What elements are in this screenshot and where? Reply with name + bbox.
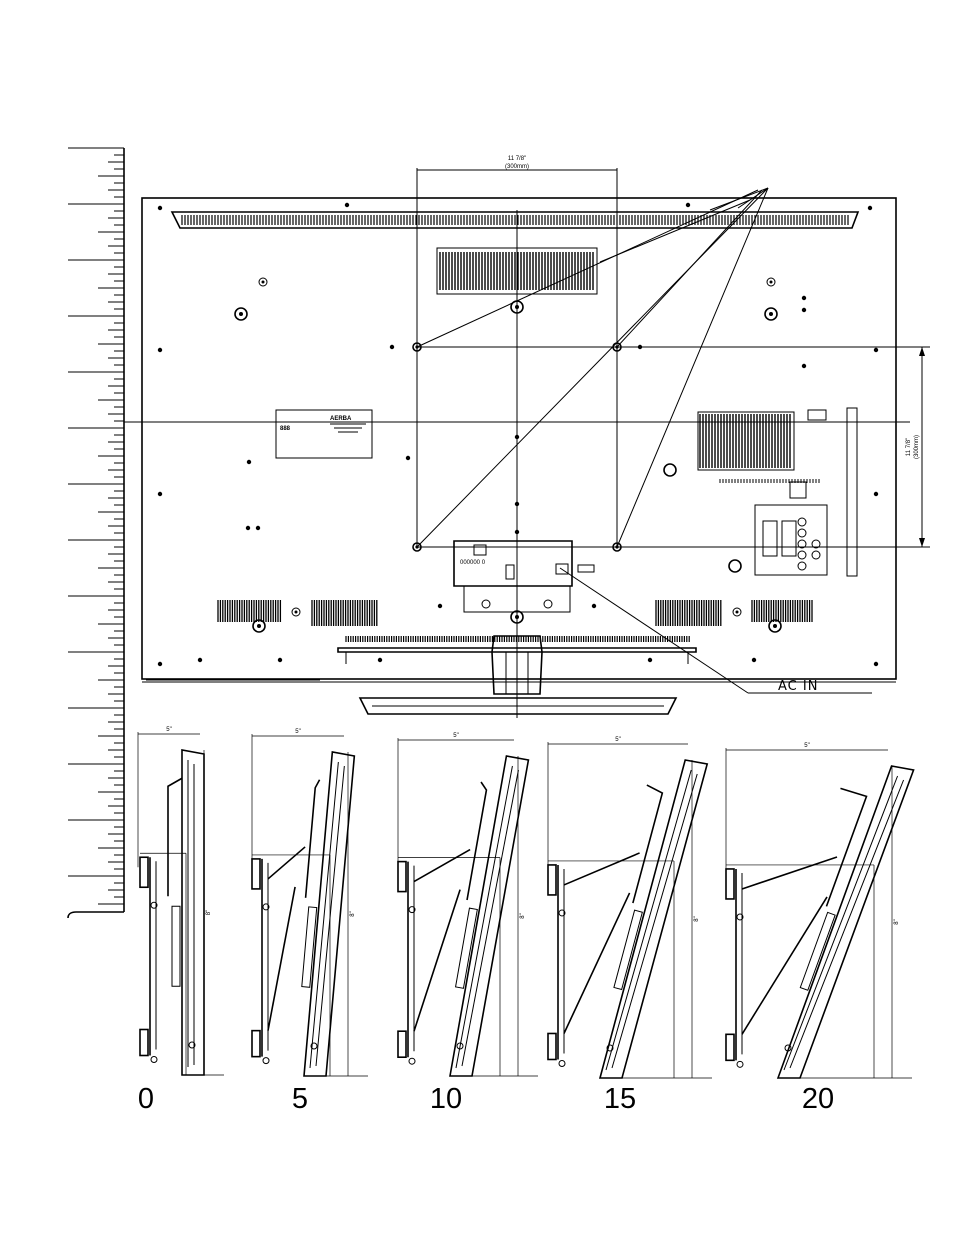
vesa-horizontal-mm: (300mm) [505, 164, 529, 170]
panel-code: 000000 0 [460, 560, 486, 566]
tilt-angle-15: 15 [604, 1083, 636, 1115]
tilt-angle-5: 5 [292, 1083, 308, 1115]
tilt-height-dimension: 8" [694, 916, 700, 921]
vesa-vertical-inch: 11 7/8" [906, 438, 912, 456]
tilt-width-dimension: 5" [166, 727, 171, 733]
brand-badge: AERBA [330, 416, 352, 422]
ruler [68, 148, 124, 918]
tilt-angle-10: 10 [430, 1083, 462, 1115]
tilt-angle-20: 20 [802, 1083, 834, 1115]
tilt-view-15: 5" 8" [548, 737, 712, 1078]
tilt-height-dimension: 8" [350, 911, 356, 916]
tilt-width-dimension: 5" [615, 737, 620, 743]
tilt-height-dimension: 8" [206, 910, 212, 915]
tilt-width-dimension: 5" [804, 743, 809, 749]
tilt-view-10: 5" 8" [398, 733, 538, 1076]
tilt-view-5: 5" 8" [252, 729, 368, 1076]
tilt-angle-0: 0 [138, 1083, 154, 1115]
tilt-views: 5" 8" 5" 8" 5" 8" 5" 8" 5" 8" [138, 727, 914, 1078]
stand [146, 636, 696, 714]
top-vent [182, 215, 848, 225]
tilt-height-dimension: 8" [894, 919, 900, 924]
ac-in-label: AC IN [778, 679, 818, 694]
tilt-height-dimension: 8" [520, 913, 526, 918]
tilt-view-0: 5" 8" [138, 727, 224, 1075]
digits-left: 888 [280, 426, 291, 432]
tilt-width-dimension: 5" [453, 733, 458, 739]
vesa-horizontal-inch: 11 7/8" [508, 156, 526, 162]
rating-label: 888 AERBA [276, 410, 372, 458]
tilt-view-20: 5" 8" [726, 743, 914, 1078]
ruler-ticks [68, 148, 124, 904]
tilt-width-dimension: 5" [295, 729, 300, 735]
vesa-vertical-mm: (300mm) [914, 435, 920, 459]
tv-back-view: 11 7/8" (300mm) 11 7/8" (300mm) [124, 156, 930, 718]
